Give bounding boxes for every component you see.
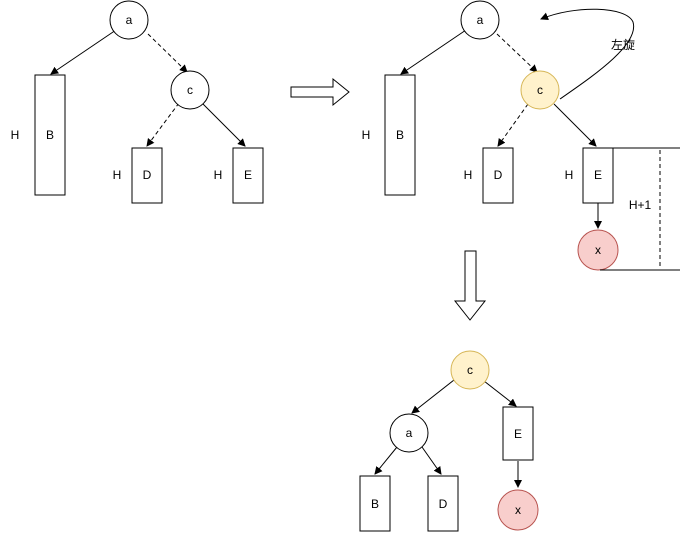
edge-c-e-3 — [483, 380, 517, 407]
subtree-d-3 — [427, 475, 459, 532]
node-c-3 — [450, 350, 490, 390]
subtree-e-2-label: E — [594, 168, 602, 182]
subtree-d-2-label: D — [494, 168, 503, 182]
subtree-d-2 — [482, 147, 514, 204]
edge-a-b-2 — [400, 29, 467, 75]
node-a-label: a — [126, 13, 133, 27]
edge-a-c-2 — [496, 33, 538, 73]
subtree-d — [131, 147, 163, 204]
subtree-e-3 — [502, 406, 534, 461]
transition-arrow-right-icon — [290, 77, 350, 107]
edge-a-b — [50, 29, 117, 75]
rotate-left-label: 左旋 — [611, 37, 635, 52]
node-c-label: c — [187, 83, 193, 97]
height-label-e-2: H — [565, 168, 574, 182]
edge-c-e-2 — [553, 103, 597, 147]
subtree-e — [232, 147, 264, 204]
node-x — [577, 229, 619, 271]
edge-a-b-3 — [374, 446, 398, 475]
transition-arrow-down-icon — [453, 250, 487, 321]
height-label-d: H — [113, 168, 122, 182]
node-a-2 — [460, 0, 500, 40]
panel-before: a B H c D H E H — [11, 0, 264, 204]
height-plus-one-label: H+1 — [629, 198, 652, 212]
height-label-b-2: H — [362, 128, 371, 142]
edge-a-c — [147, 33, 188, 73]
subtree-d-label: D — [143, 168, 152, 182]
edge-c-d — [146, 102, 180, 147]
node-a-3-label: a — [406, 426, 413, 440]
panel-after-rotation: c a E B D x — [359, 350, 539, 532]
edge-c-d-2 — [497, 103, 529, 147]
subtree-b — [34, 74, 66, 196]
node-c — [170, 70, 210, 110]
node-x-3 — [497, 489, 539, 531]
subtree-b-2 — [384, 74, 416, 196]
edge-c-e — [202, 103, 246, 147]
height-label-d-2: H — [464, 168, 473, 182]
subtree-e-label: E — [244, 168, 252, 182]
subtree-e-2 — [582, 147, 614, 204]
node-a-2-label: a — [477, 13, 484, 27]
edge-c-a-3 — [411, 379, 455, 414]
node-c-2-label: c — [537, 83, 543, 97]
node-x-label: x — [595, 243, 601, 257]
subtree-b-3 — [359, 475, 391, 532]
subtree-b-2-label: B — [396, 128, 404, 142]
subtree-e-3-label: E — [514, 427, 522, 441]
node-a — [109, 0, 149, 40]
height-label-e: H — [214, 168, 223, 182]
node-x-3-label: x — [515, 503, 521, 517]
node-a-3 — [389, 413, 429, 453]
height-label-b: H — [11, 128, 20, 142]
subtree-d-3-label: D — [439, 497, 448, 511]
rotate-left-arrow — [540, 8, 635, 100]
node-c-2 — [520, 70, 560, 110]
subtree-b-3-label: B — [371, 497, 379, 511]
subtree-b-label: B — [46, 128, 54, 142]
node-c-3-label: c — [467, 363, 473, 377]
edge-a-d-3 — [421, 446, 442, 475]
panel-after-insert: 左旋 a B H c D H E H x H+1 — [362, 0, 680, 271]
